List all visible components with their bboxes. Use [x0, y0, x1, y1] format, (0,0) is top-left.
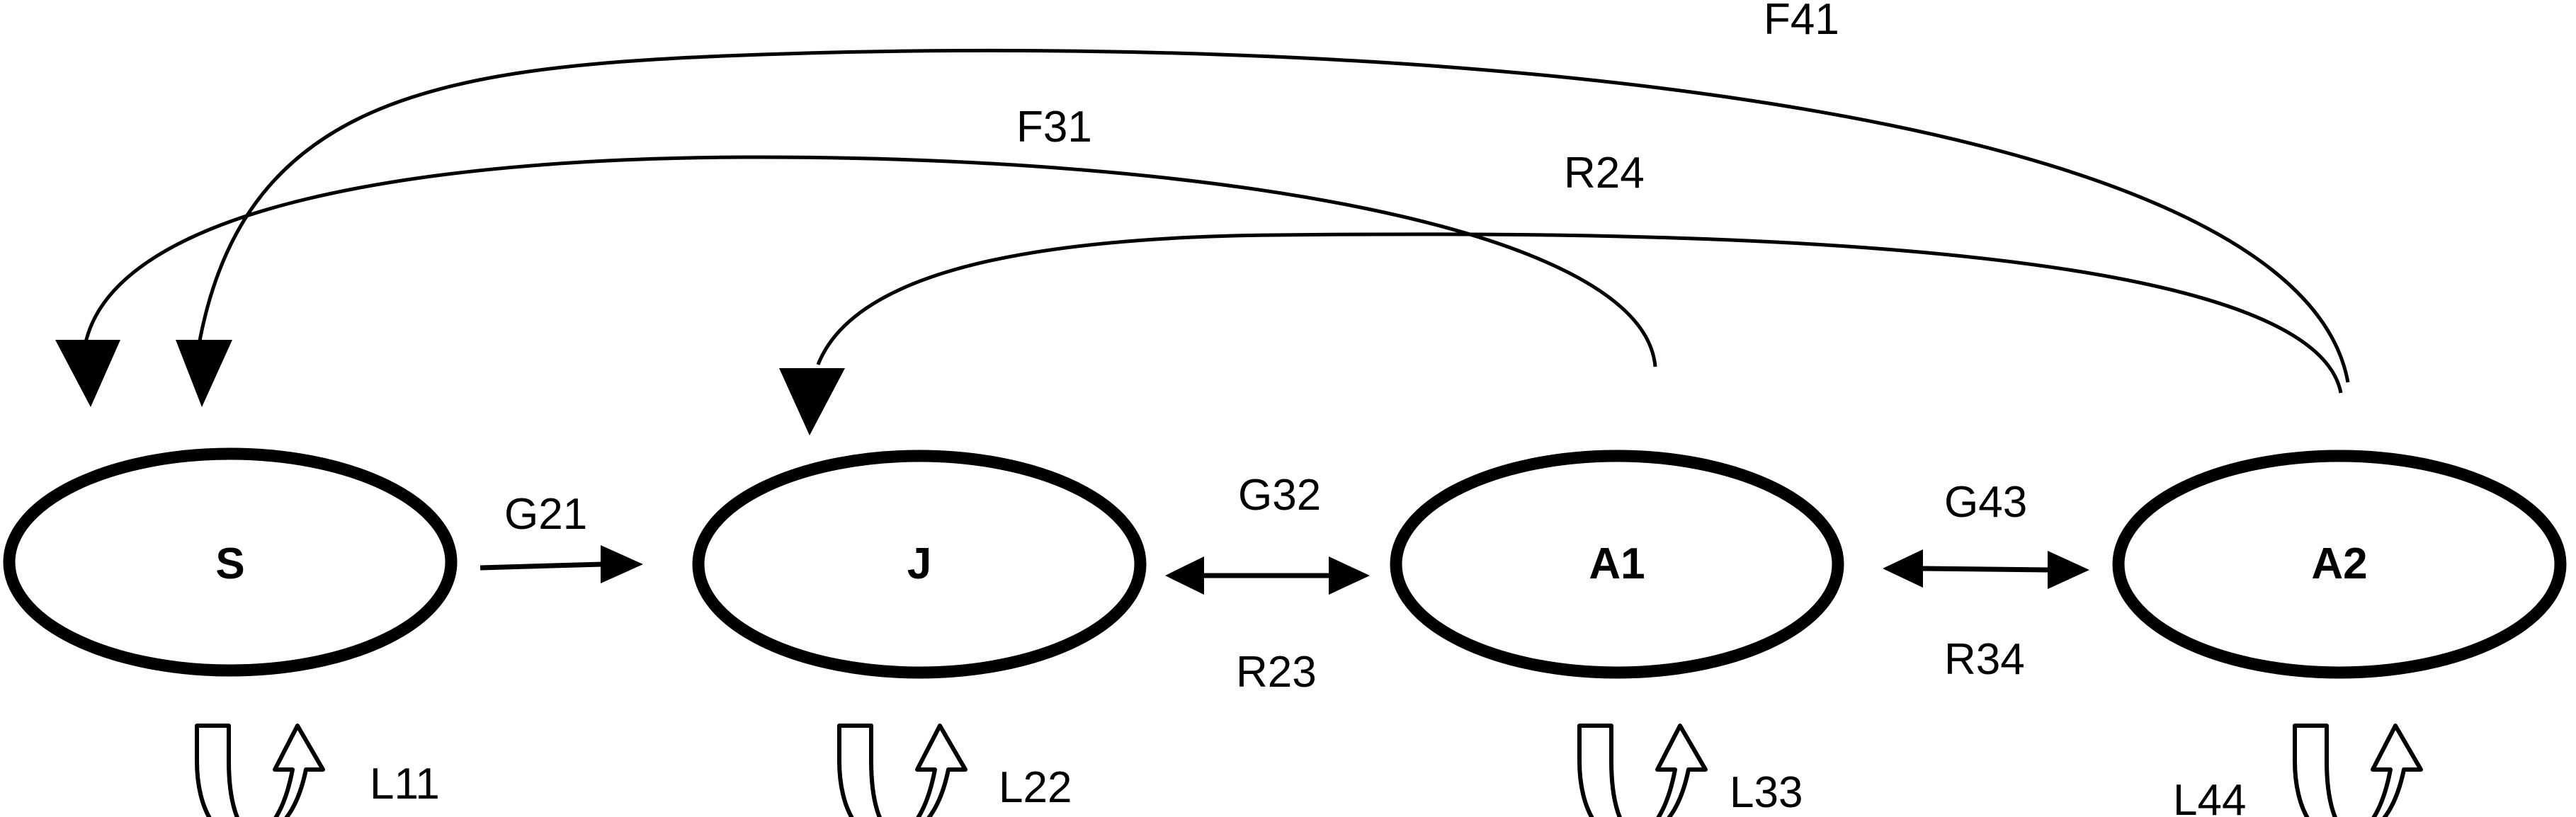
- edge-label-f31: F31: [1016, 103, 1092, 152]
- arrow-g32-head: [1329, 556, 1370, 595]
- arrow-r23-head: [1165, 556, 1204, 595]
- curve-f41: [196, 48, 2350, 383]
- node-label-a2: A2: [2311, 539, 2367, 588]
- node-a1[interactable]: [1390, 450, 1844, 679]
- node-label-j: J: [907, 539, 931, 588]
- loop-arrow-l11: [197, 726, 323, 817]
- node-label-s: S: [215, 539, 244, 588]
- curve-f31: [83, 155, 1657, 367]
- loop-arrow-l22: [839, 726, 965, 817]
- edge-label-g43: G43: [1944, 478, 2027, 527]
- curve-r24: [816, 232, 2343, 394]
- arrowhead-f41: [176, 340, 232, 407]
- node-s[interactable]: [3, 447, 458, 677]
- arrow-g43-head: [2048, 551, 2089, 589]
- edge-label-g21: G21: [504, 490, 587, 539]
- node-label-a1: A1: [1589, 539, 1645, 588]
- loop-arrow-l44: [2295, 726, 2421, 817]
- loop-label-l44: L44: [2173, 776, 2246, 817]
- arrow-g43-r34-shaft: [1922, 566, 2050, 573]
- arrow-r34-head: [1883, 549, 1923, 588]
- arrowhead-f31: [55, 340, 120, 407]
- edge-label-g32: G32: [1238, 471, 1321, 520]
- edge-label-r34: R34: [1944, 635, 2025, 684]
- arrowhead-r24: [779, 368, 845, 435]
- arrow-g21-shaft: [480, 561, 603, 571]
- loop-arrow-l33: [1579, 726, 1706, 817]
- loop-label-l33: L33: [1730, 768, 1803, 817]
- loop-label-l11: L11: [370, 760, 440, 809]
- edge-label-r24: R24: [1564, 149, 1645, 198]
- node-j[interactable]: [692, 450, 1147, 679]
- node-a2[interactable]: [2112, 450, 2567, 679]
- arrow-g21-head: [601, 545, 643, 583]
- edge-label-f41: F41: [1764, 0, 1839, 44]
- loop-label-l22: L22: [999, 763, 1072, 812]
- edge-label-r23: R23: [1236, 648, 1317, 697]
